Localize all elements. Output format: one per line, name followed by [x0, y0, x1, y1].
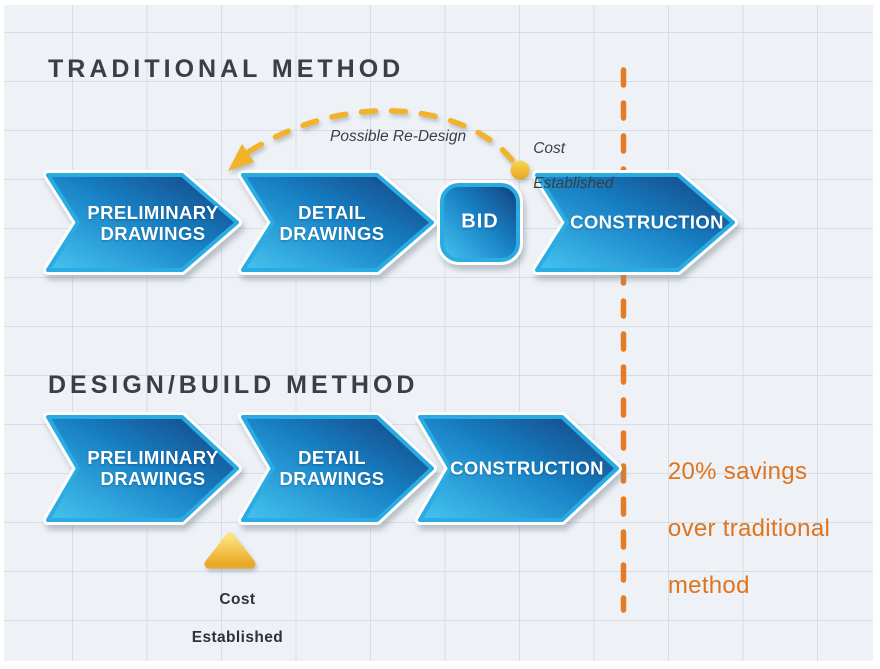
step-line2: DRAWINGS: [100, 468, 206, 489]
step-line1: DETAIL: [298, 202, 366, 223]
step-line1: PRELIMINARY: [87, 447, 219, 468]
redesign-arc: [239, 108, 515, 163]
step-preliminary-designbuild: PRELIMINARY DRAWINGS: [87, 447, 218, 489]
arrow-detail-designbuild: [238, 412, 437, 525]
step-line2: DRAWINGS: [279, 468, 385, 489]
step-line2: DRAWINGS: [279, 223, 385, 244]
cost-established-triangle-icon: [204, 532, 256, 569]
step-detail-traditional: DETAIL DRAWINGS: [280, 202, 385, 244]
step-line1: BID: [461, 210, 499, 233]
step-construction-traditional: CONSTRUCTION: [570, 212, 724, 233]
cost-established-dot-icon: [510, 160, 530, 180]
arrow-preliminary-traditional: [43, 170, 242, 275]
bid-box: [437, 180, 523, 265]
step-line1: PRELIMINARY: [87, 202, 219, 223]
savings-line1: 20% savings: [667, 457, 808, 485]
designbuild-method-title: DESIGN/BUILD METHOD: [48, 371, 419, 399]
grid-background: [4, 5, 873, 661]
step-construction-designbuild: CONSTRUCTION: [450, 458, 604, 479]
savings-note: 20% savings over traditional method: [640, 429, 830, 629]
arrow-construction-traditional: [532, 170, 738, 275]
cost-established-line1: Cost: [533, 139, 566, 157]
step-preliminary-traditional: PRELIMINARY DRAWINGS: [87, 202, 218, 244]
cost-established-line2: Established: [191, 629, 284, 646]
cost-established-line1: Cost: [219, 591, 256, 608]
step-line1: CONSTRUCTION: [570, 211, 724, 233]
cost-established-line2: Established: [533, 174, 614, 192]
step-detail-designbuild: DETAIL DRAWINGS: [280, 447, 385, 489]
redesign-arrowhead-icon: [228, 144, 254, 171]
step-line1: CONSTRUCTION: [450, 457, 604, 479]
possible-redesign-label: Possible Re-Design: [330, 128, 467, 145]
arrow-construction-designbuild: [415, 412, 622, 525]
arrow-detail-traditional: [238, 170, 437, 275]
step-line2: DRAWINGS: [100, 223, 206, 244]
step-bid: BID: [461, 210, 499, 233]
savings-line3: method: [667, 571, 750, 599]
cost-established-label-designbuild: Cost Established: [148, 571, 308, 666]
step-line1: DETAIL: [298, 447, 366, 468]
arrow-preliminary-designbuild: [43, 412, 242, 525]
savings-line2: over traditional: [667, 514, 831, 542]
cost-established-label-traditional: Cost Established: [516, 122, 613, 210]
traditional-method-title: TRADITIONAL METHOD: [48, 55, 405, 83]
